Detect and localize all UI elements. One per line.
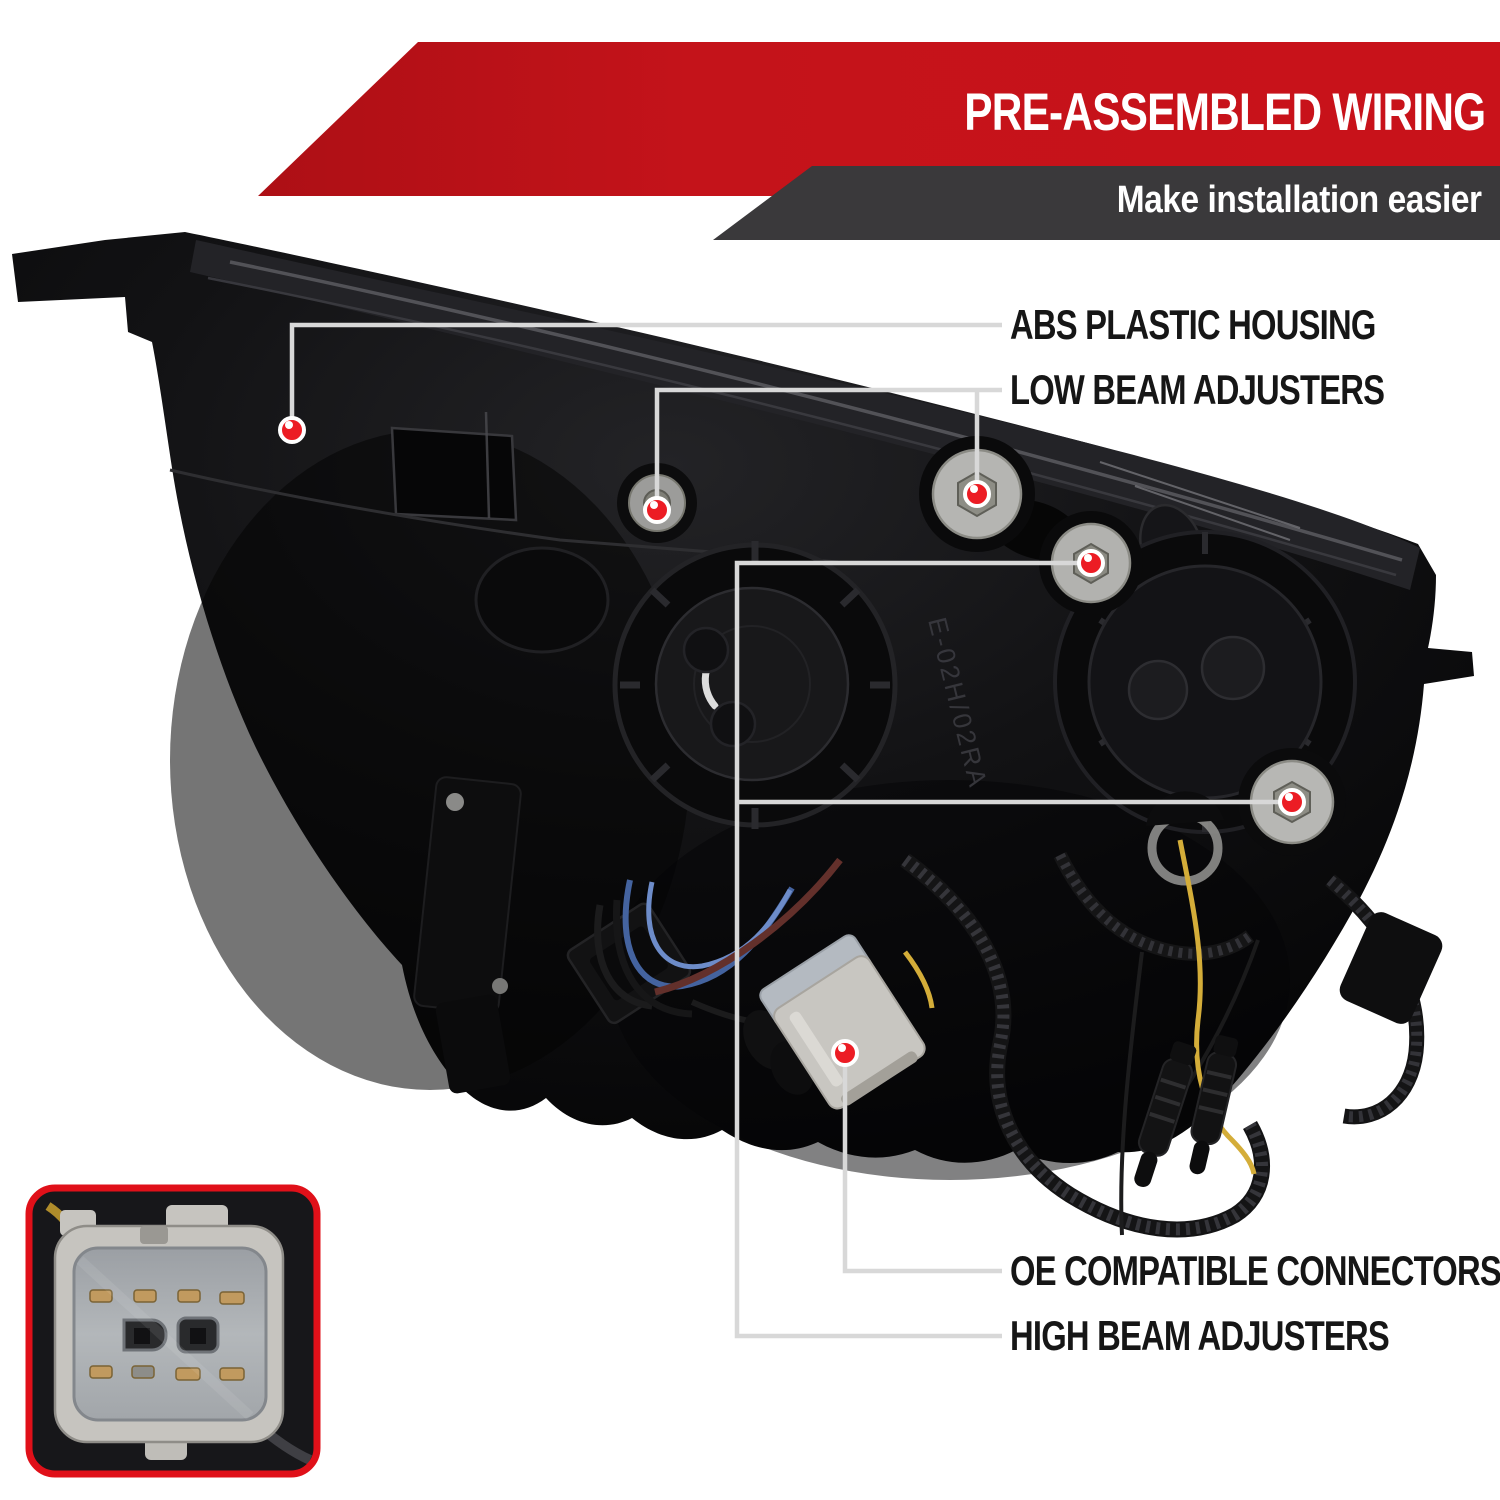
callout-dots (278, 416, 1306, 1067)
dot-oe-connector (831, 1039, 859, 1067)
banner-title: PRE-ASSEMBLED WIRING (963, 83, 1486, 142)
vent-cap (474, 546, 610, 654)
leader-lines (289, 322, 1292, 1339)
dot-low-beam-1 (643, 496, 671, 524)
leader-abs (289, 322, 1002, 430)
bullet-connector-1 (1134, 1041, 1197, 1188)
dot-high-beam-2 (1278, 788, 1306, 816)
housing-pocket (390, 426, 518, 522)
banner (258, 42, 1500, 240)
leader-low (654, 387, 1002, 510)
dot-abs-housing (278, 416, 306, 444)
label-abs-plastic-housing: ABS PLASTIC HOUSING (1010, 301, 1376, 348)
leader-oe (842, 1053, 1002, 1274)
inset-connector-photo (25, 1184, 321, 1478)
dot-low-beam-2 (963, 480, 991, 508)
bulb-cap-right (1053, 530, 1357, 834)
wiring-harness (566, 839, 1443, 1238)
inset-frame (25, 1184, 321, 1478)
connector-pins (89, 1289, 245, 1381)
connector-keyways (122, 1316, 220, 1354)
banner-subtitle: Make installation easier (1117, 179, 1482, 221)
label-low-beam-adjusters: LOW BEAM ADJUSTERS (1010, 366, 1385, 413)
yellow-wire (1177, 839, 1257, 1175)
leader-high (734, 560, 1292, 1339)
label-high-beam-adjusters: HIGH BEAM ADJUSTERS (1010, 1312, 1390, 1359)
dot-high-beam-1 (1077, 549, 1105, 577)
banner-gray-ribbon (713, 166, 1500, 240)
mounting-bracket-left (413, 776, 522, 1094)
banner-red-ribbon (258, 42, 1500, 196)
label-oe-compatible-connectors: OE COMPATIBLE CONNECTORS (1010, 1247, 1500, 1294)
bullet-connector-2 (1189, 1035, 1239, 1175)
projector-cap-left (612, 541, 898, 829)
oe-connector (759, 934, 926, 1110)
